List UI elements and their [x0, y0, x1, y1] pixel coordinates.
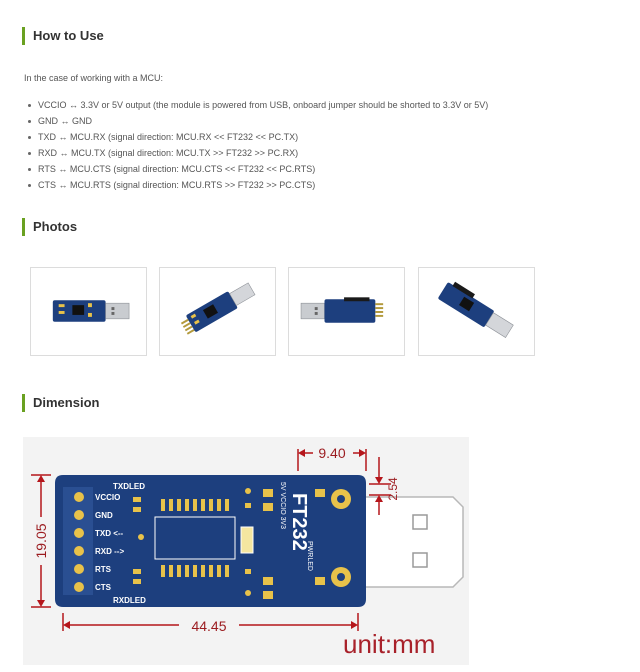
board-label-vccio: VCCIO [95, 493, 120, 502]
board-label-rxdled: RXDLED [113, 596, 146, 605]
pin-mapping-list: VCCIO ↔ 3.3V or 5V output (the module is… [28, 97, 488, 193]
board-label-cts: CTS [95, 583, 112, 592]
board-label-chip: FT232 [288, 493, 310, 551]
dimension-usb-label: 9.40 [318, 445, 345, 461]
dimension-figure: TXDLED VCCIO GND TXD <-- RXD --> RTS CTS… [23, 437, 469, 665]
photo-back-view[interactable] [288, 267, 405, 356]
photo-angled-view[interactable] [159, 267, 276, 356]
section-title-dimension: Dimension [22, 394, 99, 412]
list-item: RTS ↔ MCU.CTS (signal direction: MCU.CTS… [28, 161, 488, 177]
board-label-pwrled: PWRLED [306, 541, 313, 571]
list-item: TXD ↔ MCU.RX (signal direction: MCU.RX <… [28, 129, 488, 145]
section-title-how-to-use: How to Use [22, 27, 104, 45]
photo-side-view[interactable] [418, 267, 535, 356]
list-item: VCCIO ↔ 3.3V or 5V output (the module is… [28, 97, 488, 113]
board-label-gnd: GND [95, 511, 113, 520]
dimension-width-label: 44.45 [191, 618, 226, 634]
board-label-rts: RTS [95, 565, 112, 574]
list-item: RXD ↔ MCU.TX (signal direction: MCU.TX >… [28, 145, 488, 161]
board-label-rxd: RXD --> [95, 547, 124, 556]
unit-label: unit:mm [343, 629, 435, 659]
dimension-offset-label: 2.54 [386, 477, 400, 501]
board-label-txdled: TXDLED [113, 482, 145, 491]
board-label-jumper: 5V VCCIO 3V3 [279, 482, 286, 529]
list-item: CTS ↔ MCU.RTS (signal direction: MCU.RTS… [28, 177, 488, 193]
section-title-photos: Photos [22, 218, 77, 236]
photo-top-view[interactable] [30, 267, 147, 356]
dimension-height-label: 19.05 [33, 523, 49, 558]
list-item: GND ↔ GND [28, 113, 488, 129]
usb-connector-icon [360, 496, 464, 588]
intro-text: In the case of working with a MCU: [24, 73, 164, 83]
board-label-txd: TXD <-- [95, 529, 124, 538]
